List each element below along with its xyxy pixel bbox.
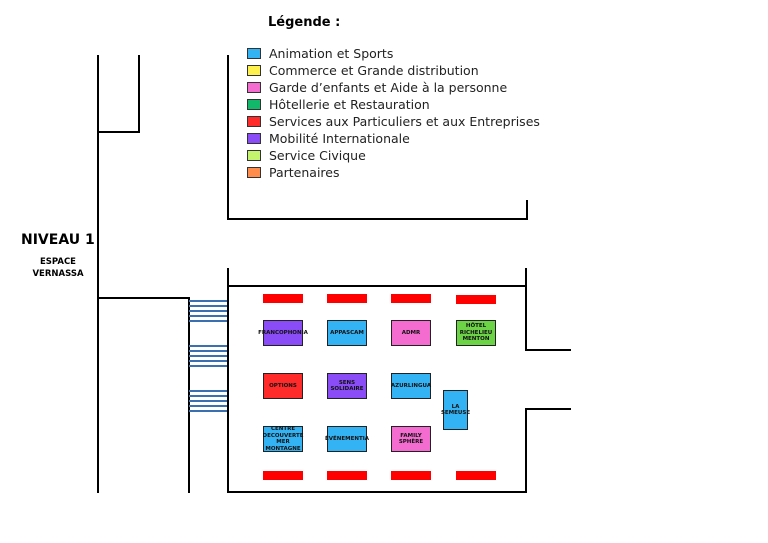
- table-bottom-1: [263, 471, 303, 480]
- stand-evenementia[interactable]: ÉVÉNEMENTIA: [325, 426, 369, 452]
- stair-line: [189, 400, 227, 402]
- legend-item-service-civique: Service Civique: [247, 147, 366, 163]
- legend-label: Commerce et Grande distribution: [269, 62, 479, 78]
- level-subtitle-line2: VERNASSA: [32, 269, 84, 279]
- stair-line: [189, 365, 227, 367]
- table-bottom-4: [456, 471, 496, 480]
- stair-line: [189, 300, 227, 302]
- legend-label: Animation et Sports: [269, 45, 394, 61]
- table-bottom-2: [327, 471, 367, 480]
- stand-centre-decouverte[interactable]: CENTRE DECOUVERTE MER MONTAGNE: [262, 426, 304, 452]
- wall-left-outer: [97, 55, 99, 493]
- legend-item-animation-sports: Animation et Sports: [247, 45, 394, 61]
- wall-exit-lower: [525, 408, 571, 410]
- legend-swatch: [247, 166, 261, 178]
- level-subtitle-line1: ESPACE: [39, 257, 76, 267]
- table-top-1: [263, 294, 303, 303]
- legend-label: Garde d’enfants et Aide à la personne: [269, 79, 508, 95]
- stair-line: [189, 320, 227, 322]
- stand-admr[interactable]: ADMR: [391, 320, 431, 346]
- wall-hall-right-upper: [525, 268, 527, 351]
- wall-legend-right: [526, 200, 528, 220]
- wall-top-bottom: [97, 131, 140, 133]
- legend-label: Hôtellerie et Restauration: [269, 96, 430, 112]
- stair-line: [189, 410, 227, 412]
- legend-label: Service Civique: [269, 147, 366, 163]
- stair-line: [189, 345, 227, 347]
- legend-item-mobilite: Mobilité Internationale: [247, 130, 410, 146]
- stand-azurlingua[interactable]: AZURLINGUA: [391, 373, 431, 399]
- wall-hall-bottom: [227, 491, 527, 493]
- legend-item-partenaires: Partenaires: [247, 164, 340, 180]
- stand-sens-solidaire[interactable]: SENS SOLIDAIRE: [327, 373, 367, 399]
- stand-appascam[interactable]: APPASCAM: [327, 320, 367, 346]
- stand-family-sphere[interactable]: FAMILY SPHÈRE: [391, 426, 431, 452]
- wall-legend-left: [227, 55, 229, 220]
- legend-label: Partenaires: [269, 164, 340, 180]
- wall-hall-left: [227, 268, 229, 493]
- wall-exit-upper: [525, 349, 571, 351]
- legend-title: Légende :: [268, 15, 341, 30]
- legend-swatch: [247, 98, 261, 110]
- table-bottom-3: [391, 471, 431, 480]
- legend-swatch: [247, 132, 261, 144]
- stair-line: [189, 355, 227, 357]
- legend-item-services: Services aux Particuliers et aux Entrepr…: [247, 113, 540, 129]
- wall-corridor-top: [97, 297, 189, 299]
- legend-label: Services aux Particuliers et aux Entrepr…: [269, 113, 540, 129]
- stand-francophonia[interactable]: FRANCOPHONIA: [258, 320, 308, 346]
- wall-hall-right-lower: [525, 408, 527, 493]
- stair-line: [189, 350, 227, 352]
- table-top-3: [391, 294, 431, 303]
- legend-item-garde-enfants: Garde d’enfants et Aide à la personne: [247, 79, 508, 95]
- legend-item-hotellerie: Hôtellerie et Restauration: [247, 96, 430, 112]
- stair-line: [189, 315, 227, 317]
- legend-swatch: [247, 64, 261, 76]
- legend-swatch: [247, 149, 261, 161]
- stair-line: [189, 390, 227, 392]
- legend-swatch: [247, 115, 261, 127]
- legend-swatch: [247, 47, 261, 59]
- wall-hall-top: [227, 285, 527, 287]
- wall-top-inner: [138, 55, 140, 133]
- level-subtitle: ESPACE VERNASSA: [20, 256, 96, 280]
- legend-swatch: [247, 81, 261, 93]
- stand-options[interactable]: OPTIONS: [263, 373, 303, 399]
- stair-line: [189, 395, 227, 397]
- table-top-4: [456, 295, 496, 304]
- stand-hotel-richelieu[interactable]: HÔTEL RICHELIEU MENTON: [456, 320, 496, 346]
- wall-legend-bottom: [227, 218, 528, 220]
- stair-line: [189, 310, 227, 312]
- table-top-2: [327, 294, 367, 303]
- level-title: NIVEAU 1: [21, 232, 95, 248]
- stair-line: [189, 305, 227, 307]
- legend-item-commerce: Commerce et Grande distribution: [247, 62, 479, 78]
- stair-line: [189, 405, 227, 407]
- stand-la-semeuse[interactable]: LA SEMEUSE: [441, 390, 470, 430]
- legend-label: Mobilité Internationale: [269, 130, 410, 146]
- stair-line: [189, 360, 227, 362]
